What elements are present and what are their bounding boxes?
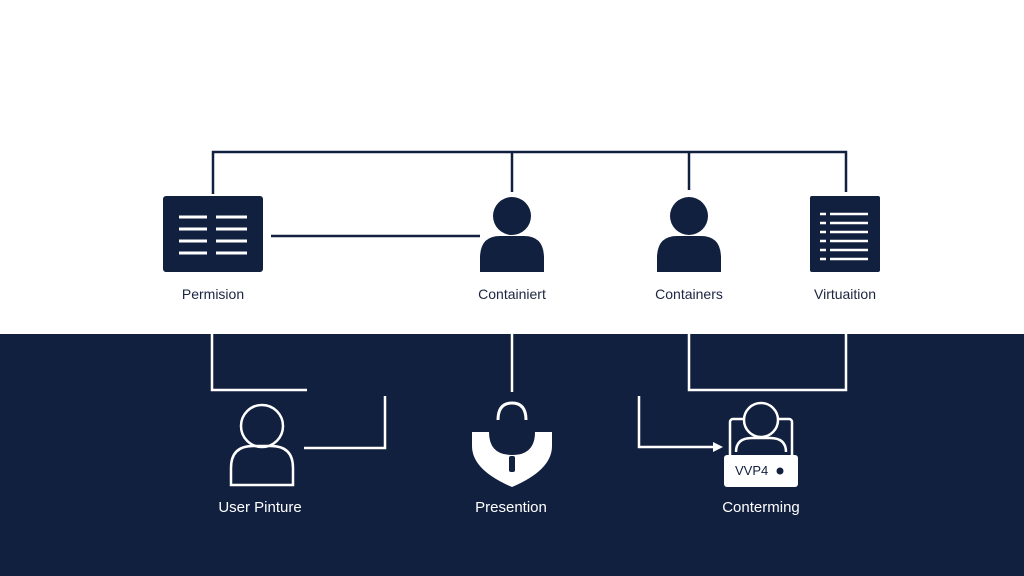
node-label-conterming: Conterming <box>722 499 800 516</box>
user-icon <box>657 197 721 272</box>
badge-text: VVP4 <box>735 463 769 478</box>
node-label-virtuaition: Virtuaition <box>813 286 877 302</box>
user-icon <box>480 197 544 272</box>
document-list-icon <box>163 196 263 272</box>
node-label-containiert: Containiert <box>478 286 546 302</box>
node-label-permission: Permision <box>181 286 245 302</box>
bottom-connector-lines <box>210 334 848 452</box>
top-connector-lines <box>211 150 848 238</box>
user-outline-icon <box>229 403 295 487</box>
shield-lock-icon <box>472 401 552 487</box>
node-label-user-pinture: User Pinture <box>218 499 302 516</box>
node-label-presentation: Presention <box>475 499 547 516</box>
node-label-containers: Containers <box>655 286 723 302</box>
user-badge-icon <box>724 401 798 487</box>
document-list-icon <box>810 196 880 272</box>
